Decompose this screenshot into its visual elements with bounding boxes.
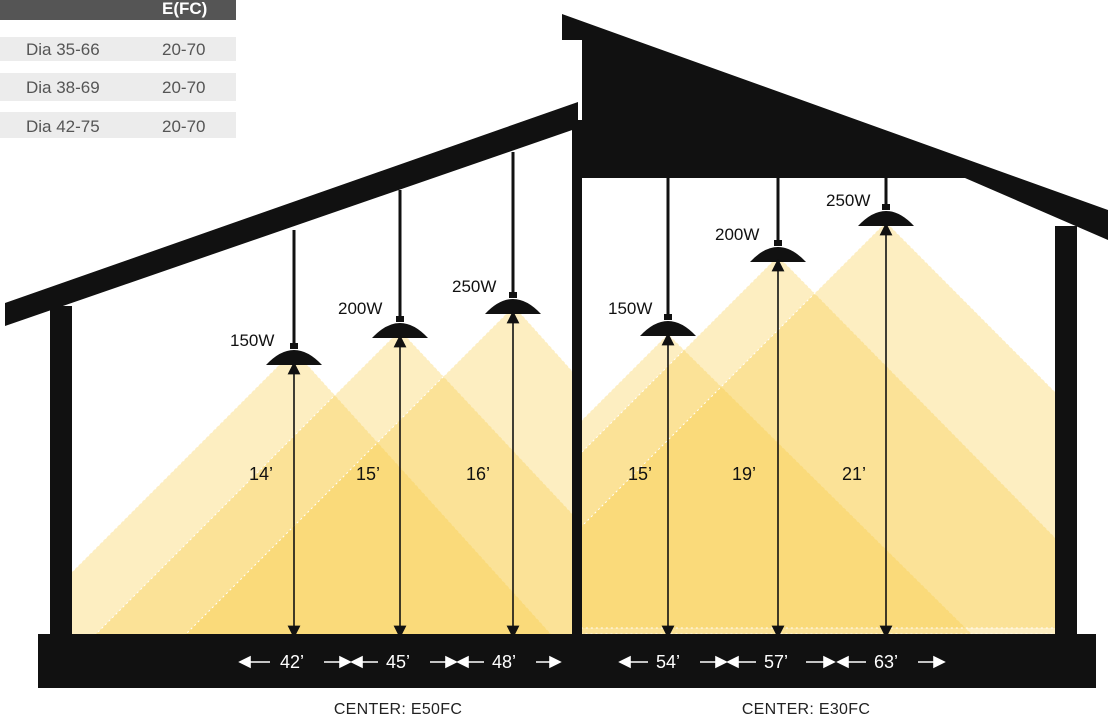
height-label: 15’ — [628, 464, 652, 484]
table-cell-efc: 20-70 — [162, 40, 205, 59]
lamp-icon — [485, 292, 541, 314]
table-cell-beam: Dia 42-75 — [26, 117, 100, 136]
wattage-label: 250W — [826, 191, 870, 210]
height-label: 16’ — [466, 464, 490, 484]
table-cell-beam: Dia 38-69 — [26, 78, 100, 97]
height-label: 21’ — [842, 464, 866, 484]
left-building-caption: CENTER: E50FC — [334, 701, 462, 718]
table-header-bar — [0, 0, 236, 20]
width-label: 42’ — [280, 652, 304, 672]
table-cell-efc: 20-70 — [162, 117, 205, 136]
spec-table: E(FC) Dia 35-66 20-70 Dia 38-69 20-70 Di… — [0, 0, 236, 138]
table-header-efc: E(FC) — [162, 0, 207, 18]
width-label: 54’ — [656, 652, 680, 672]
height-label: 14’ — [249, 464, 273, 484]
lamp-icon — [266, 343, 322, 365]
lamp-icon — [372, 316, 428, 338]
fixtures — [266, 204, 914, 365]
wattage-label: 150W — [608, 299, 652, 318]
center-wall — [572, 120, 582, 636]
lamp-icon — [640, 314, 696, 336]
table-cell-beam: Dia 35-66 — [26, 40, 100, 59]
height-arrows — [287, 222, 893, 639]
table-row — [0, 73, 236, 101]
right-roof — [562, 14, 1108, 240]
table-row — [0, 37, 236, 61]
height-label: 19’ — [732, 464, 756, 484]
lamp-icon — [858, 204, 914, 226]
height-label: 15’ — [356, 464, 380, 484]
wattage-label: 150W — [230, 331, 274, 350]
right-building-caption: CENTER: E30FC — [742, 701, 870, 718]
table-row — [0, 112, 236, 138]
building-structure — [5, 14, 1108, 688]
wattage-label: 200W — [338, 299, 382, 318]
left-beams — [72, 305, 572, 635]
left-outer-wall — [50, 306, 72, 636]
right-outer-wall — [1055, 226, 1077, 636]
table-cell-efc: 20-70 — [162, 78, 205, 97]
width-label: 48’ — [492, 652, 516, 672]
width-label: 63’ — [874, 652, 898, 672]
wattage-label: 250W — [452, 277, 496, 296]
width-label: 45’ — [386, 652, 410, 672]
wattage-label: 200W — [715, 225, 759, 244]
width-label: 57’ — [764, 652, 788, 672]
left-roof — [5, 102, 578, 326]
width-arrows — [238, 655, 946, 669]
floor-slab — [38, 634, 1096, 688]
lamp-icon — [750, 240, 806, 262]
